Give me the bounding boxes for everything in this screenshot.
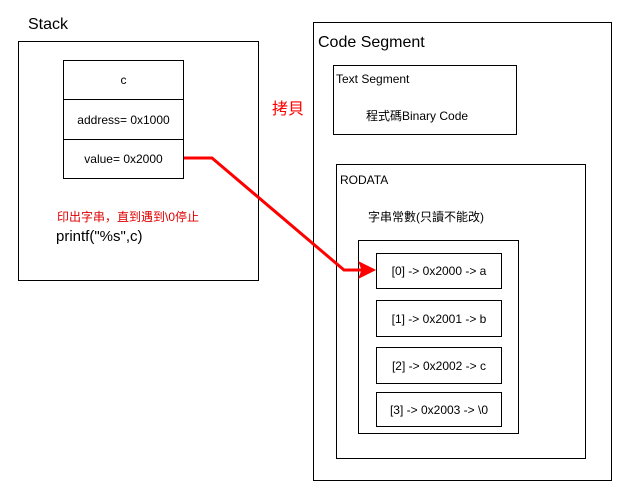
text-segment-content: 程式碼Binary Code <box>366 109 469 123</box>
string-entry: [0] -> 0x2000 -> a <box>376 253 502 289</box>
stack-cell-value: value= 0x2000 <box>63 139 184 179</box>
stack-cell-name: c <box>63 60 184 100</box>
text-segment-title: Text Segment <box>336 72 410 86</box>
string-entry: [3] -> 0x2003 -> \0 <box>376 392 502 427</box>
code-segment-title: Code Segment <box>318 34 425 51</box>
copy-label: 拷貝 <box>272 101 305 118</box>
printf-code: printf("%s",c) <box>56 228 143 245</box>
string-entry: [1] -> 0x2001 -> b <box>376 300 502 337</box>
rodata-subtitle: 字串常數(只讀不能改) <box>368 210 484 224</box>
stack-cell-address: address= 0x1000 <box>63 99 184 140</box>
stack-title: Stack <box>28 16 69 33</box>
string-entry: [2] -> 0x2002 -> c <box>376 347 502 384</box>
rodata-title: RODATA <box>340 173 389 187</box>
printf-note: 印出字串，直到遇到\0停止 <box>57 210 200 224</box>
text-segment-box <box>333 65 517 135</box>
